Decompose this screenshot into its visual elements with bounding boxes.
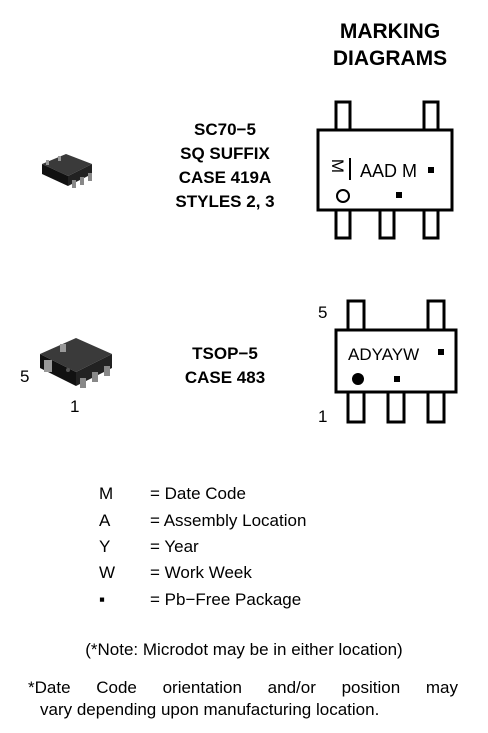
date-code-note-line1: *Date Code orientation and/or position m… — [28, 678, 458, 697]
tsop-photo-pin5-label: 5 — [20, 367, 30, 386]
heading-line1: MARKING — [339, 20, 441, 43]
legend-symbol: Y — [99, 537, 111, 556]
tsop-marking-diagram: ADYAYW — [334, 299, 458, 424]
sc70-name: SC70−5 — [194, 120, 256, 139]
microdot-note: (*Note: Microdot may be in either locati… — [85, 640, 403, 659]
tsop-microdot — [394, 376, 400, 382]
legend-definition: = Assembly Location — [150, 511, 307, 530]
sc70-styles: STYLES 2, 3 — [175, 192, 275, 211]
sc70-marking-diagram: M AAD M — [316, 100, 454, 240]
tsop-photo-pin1-label: 1 — [70, 397, 80, 416]
tsop-name: TSOP−5 — [192, 344, 258, 363]
sc70-marking-text: AAD M — [360, 161, 417, 181]
legend-symbol: ▪ — [99, 590, 106, 609]
sc70-package-label: SC70−5 SQ SUFFIX CASE 419A STYLES 2, 3 — [150, 118, 300, 214]
legend-symbol: M — [99, 484, 114, 503]
sc70-suffix: SQ SUFFIX — [180, 144, 270, 163]
sc70-pb-free-dot — [428, 167, 434, 173]
legend-definition: = Date Code — [150, 484, 246, 503]
legend-definition: = Pb−Free Package — [150, 590, 302, 609]
tsop-pin1-indicator — [352, 373, 364, 385]
marking-diagrams-heading: MARKING DIAGRAMS — [300, 18, 480, 72]
tsop-marking-text: ADYAYW — [348, 345, 419, 364]
tsop-case: CASE 483 — [184, 368, 266, 387]
legend-definition: = Year — [150, 537, 199, 556]
date-code-note-line2: vary depending upon manufacturing locati… — [40, 700, 380, 719]
legend-symbol: A — [99, 511, 111, 530]
tsop-pin1-label: 1 — [318, 407, 328, 426]
sc70-case: CASE 419A — [178, 168, 272, 187]
tsop-pb-free-dot — [438, 349, 444, 355]
sc70-package-photo — [42, 154, 92, 188]
legend-symbol: W — [99, 563, 116, 582]
tsop-package-photo — [40, 338, 112, 388]
tsop-package-label: TSOP−5 CASE 483 — [150, 342, 300, 390]
sc70-rotated-date-code: M — [328, 159, 347, 173]
legend-definition: = Work Week — [150, 563, 252, 582]
sc70-pin1-indicator — [336, 189, 350, 203]
sc70-microdot — [396, 192, 402, 198]
heading-line2: DIAGRAMS — [332, 47, 448, 70]
tsop-pin5-label: 5 — [318, 303, 328, 322]
